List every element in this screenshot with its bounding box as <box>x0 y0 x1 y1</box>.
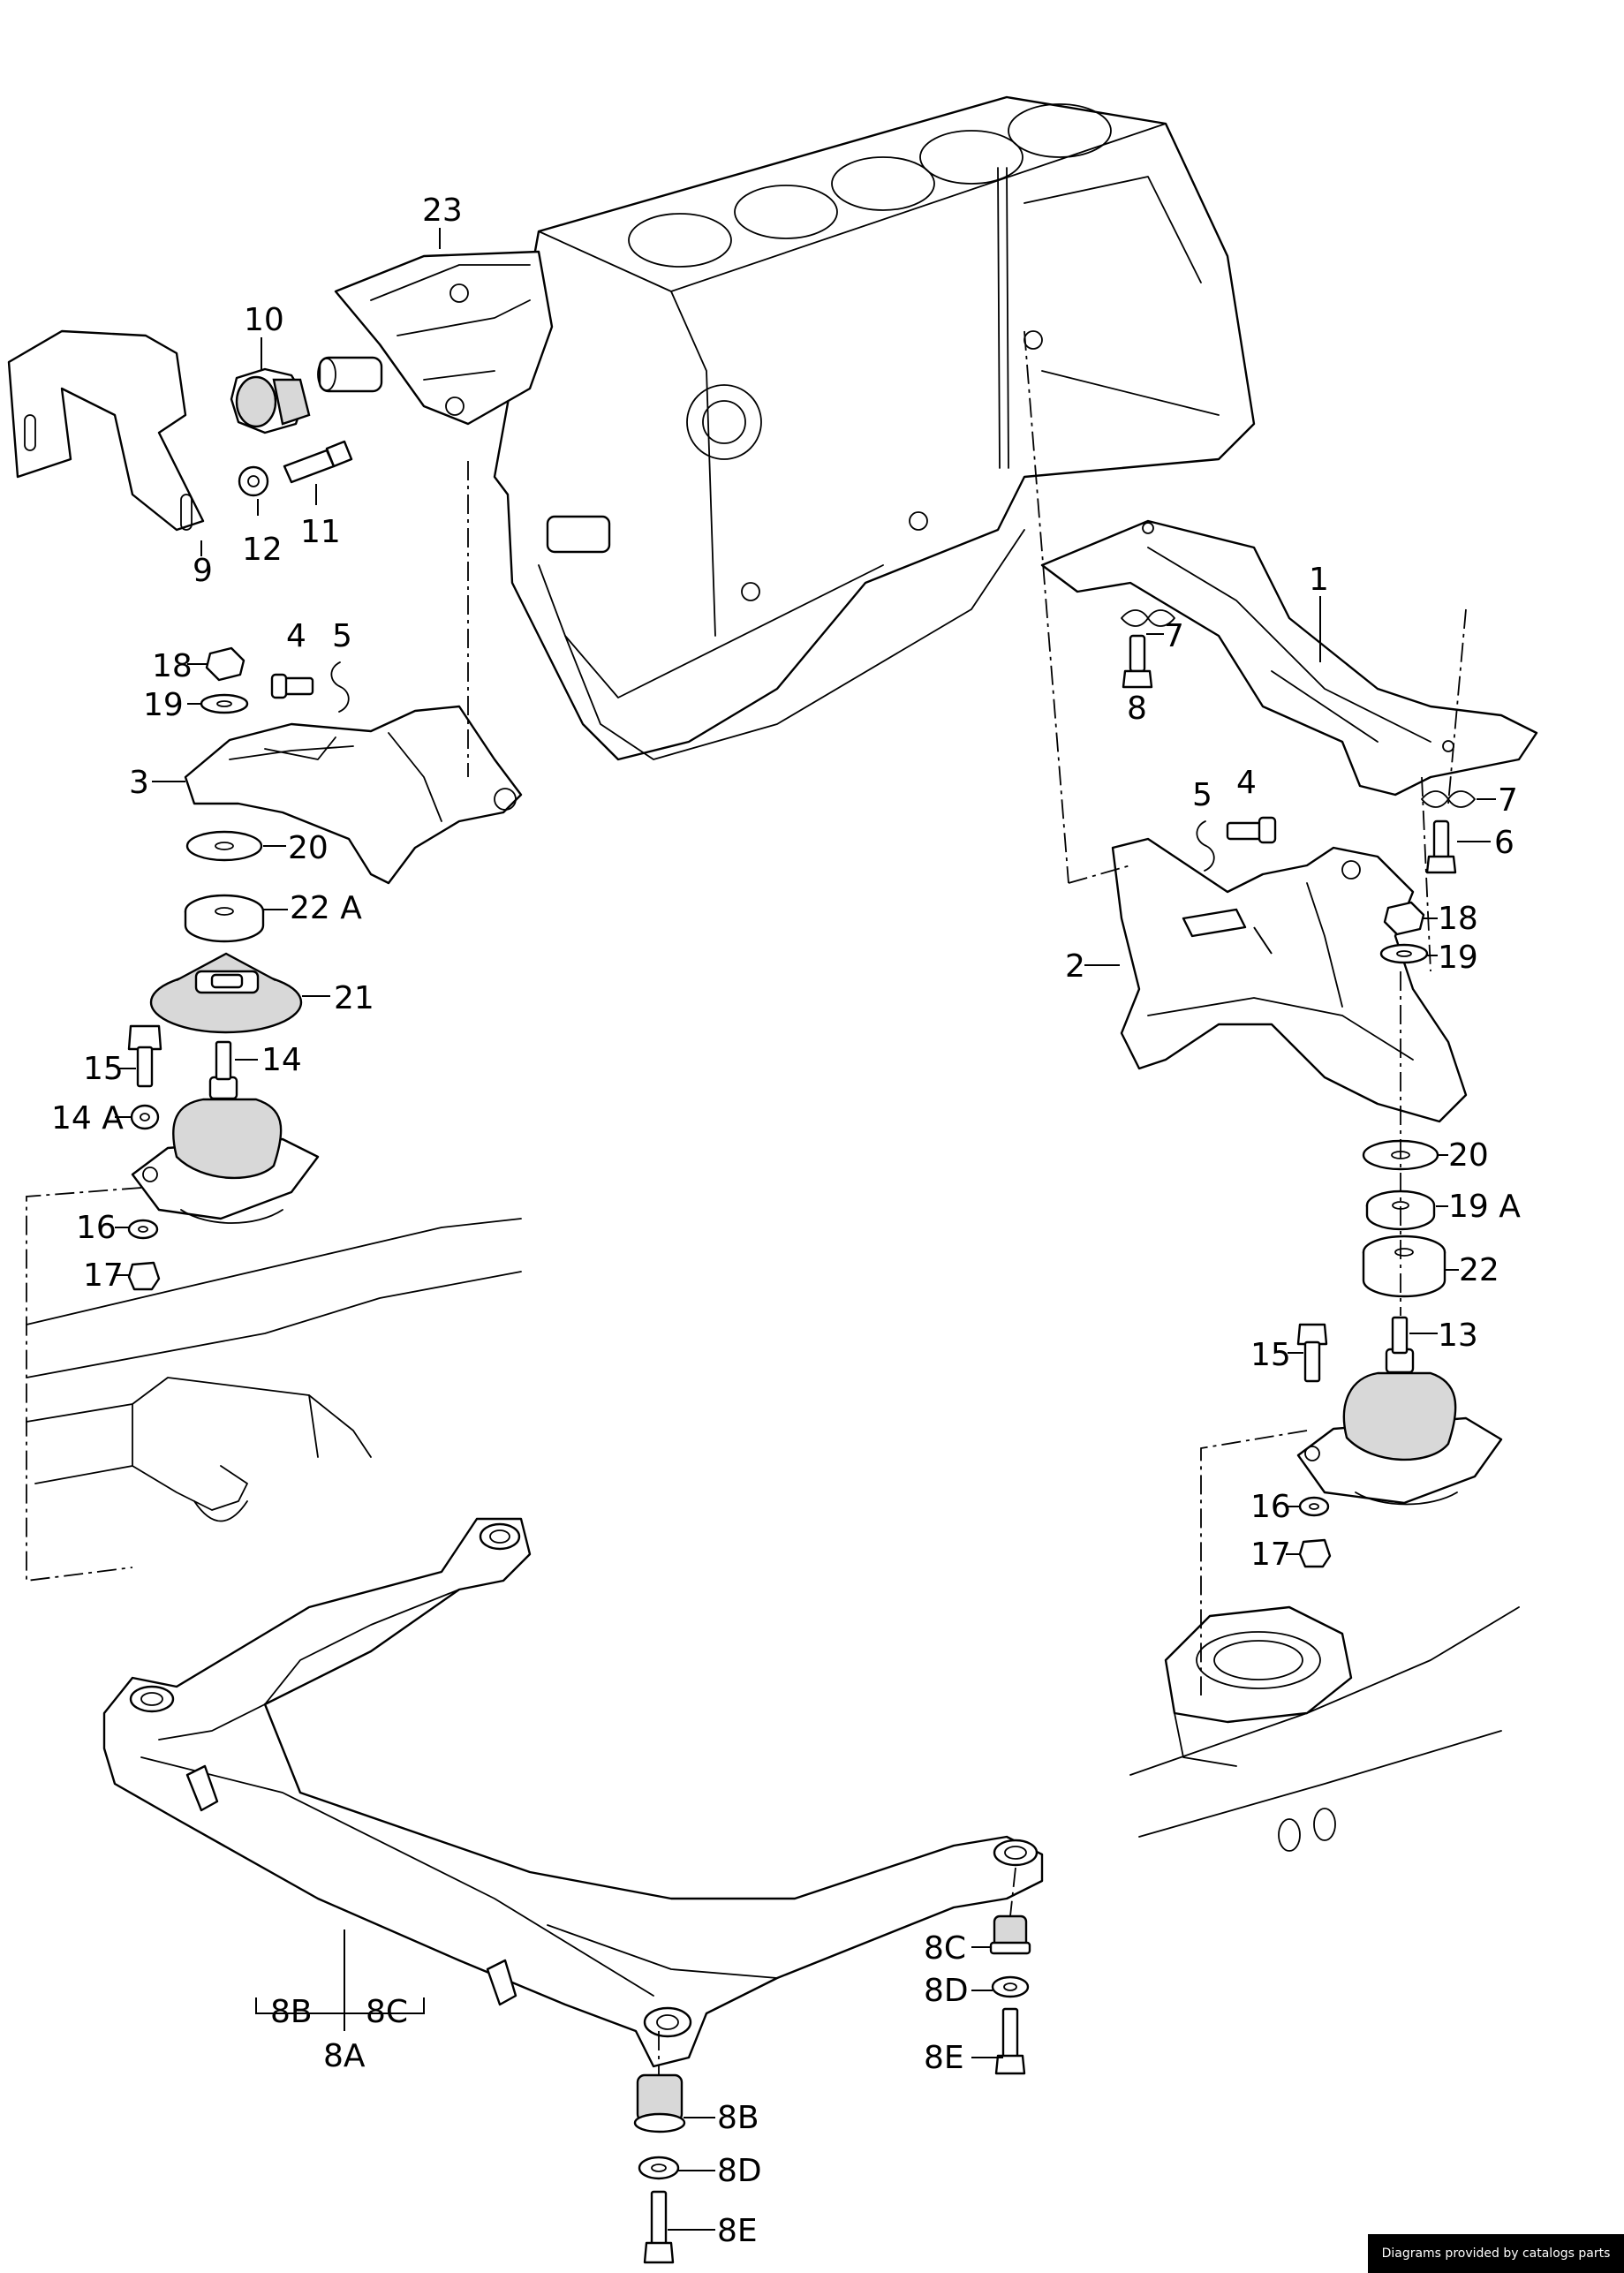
bolt-8 <box>1122 634 1153 689</box>
mount-cover-21 <box>149 952 303 1034</box>
callout-15a: 15 <box>83 1051 124 1087</box>
rubber-bushing-10 <box>230 367 311 434</box>
washer-12 <box>238 465 269 497</box>
callout-14: 14 <box>261 1042 302 1078</box>
nut-17b <box>1298 1538 1332 1568</box>
callout-8C-right: 8C <box>924 1930 966 1967</box>
bushing-8B-bottom <box>633 2073 686 2133</box>
callout-23: 23 <box>422 193 463 229</box>
callout-2: 2 <box>1065 948 1085 985</box>
clip-5b <box>1196 820 1215 872</box>
callout-8E-bottom: 8E <box>717 2213 758 2249</box>
callout-19a: 19 <box>143 687 184 723</box>
callout-22: 22 <box>1459 1252 1499 1288</box>
washer-20a <box>185 830 263 862</box>
washer-19a <box>200 693 249 714</box>
callout-19A: 19 A <box>1448 1189 1521 1225</box>
callout-9: 9 <box>193 553 213 589</box>
callout-16b: 16 <box>1250 1489 1291 1525</box>
washer-7b <box>1421 790 1476 808</box>
engine-support-1 <box>1040 519 1538 797</box>
callout-8: 8 <box>1127 691 1147 727</box>
callout-6: 6 <box>1494 825 1514 861</box>
washer-19b <box>1379 943 1429 964</box>
callout-18b: 18 <box>1438 901 1478 937</box>
callout-8C-left: 8C <box>366 1994 408 2030</box>
callout-13: 13 <box>1438 1318 1478 1354</box>
nut-18b <box>1383 901 1425 936</box>
callout-15b: 15 <box>1250 1337 1291 1373</box>
assembly-lines <box>26 330 1467 2075</box>
engine-block <box>493 95 1256 761</box>
nut-18a <box>205 646 245 682</box>
callout-4a: 4 <box>286 618 306 654</box>
bolt-6 <box>1425 819 1457 874</box>
bump-stop-22Aa <box>184 894 265 943</box>
subframe-8A <box>102 1517 1044 2068</box>
callout-20b: 20 <box>1448 1137 1489 1174</box>
callout-4b: 4 <box>1236 765 1257 801</box>
bolt-11 <box>283 440 353 484</box>
engine-bracket-2 <box>1111 837 1468 1123</box>
body-frame-left <box>26 1218 522 1522</box>
clip-5a <box>330 661 350 713</box>
callout-10: 10 <box>244 302 284 338</box>
washer-7a <box>1121 609 1175 627</box>
washer-16a <box>127 1219 159 1240</box>
callout-7b: 7 <box>1498 782 1518 819</box>
nut-17a <box>127 1261 161 1291</box>
callout-8B-left: 8B <box>270 1994 313 2030</box>
callout-22Aa: 22 A <box>290 890 362 926</box>
callout-16a: 16 <box>76 1210 117 1246</box>
callout-8A: 8A <box>323 2038 366 2074</box>
callout-5a: 5 <box>332 618 352 654</box>
bolt-4a <box>270 673 314 699</box>
engine-bracket-3 <box>184 705 523 885</box>
callout-1: 1 <box>1309 562 1329 598</box>
callout-11: 11 <box>300 514 341 550</box>
footer-badge: Diagrams provided by catalogs parts <box>1368 2234 1624 2273</box>
washer-8D-right <box>991 1975 1030 1998</box>
callout-14A: 14 A <box>51 1100 124 1136</box>
bolt-15a <box>127 1024 162 1088</box>
bolt-15b <box>1296 1323 1328 1383</box>
callout-8D-right: 8D <box>924 1973 969 2009</box>
bump-stop-22 <box>1362 1235 1446 1298</box>
callout-labels: 23 10 9 12 11 1 7 8 18 4 5 19 3 20 22 A … <box>51 193 1521 2249</box>
callout-8B-bottom: 8B <box>717 2100 759 2136</box>
bolt-8E-bottom <box>643 2190 675 2264</box>
callout-21: 21 <box>334 980 374 1016</box>
callout-18a: 18 <box>152 648 193 684</box>
heat-shield-9 <box>7 329 205 532</box>
bolt-4b <box>1226 816 1277 844</box>
bushing-8C-right <box>989 1914 1031 1955</box>
callout-20a: 20 <box>288 830 329 866</box>
engine-mount-13 <box>1296 1316 1503 1506</box>
callout-12: 12 <box>242 532 283 568</box>
callout-17b: 17 <box>1250 1537 1291 1573</box>
leader-lines <box>115 228 1496 2231</box>
nut-14Aa <box>130 1104 160 1130</box>
engine-bracket-23 <box>317 250 554 426</box>
washer-8D-bottom <box>638 2156 680 2180</box>
washer-16b <box>1298 1496 1330 1517</box>
callout-3: 3 <box>129 765 149 801</box>
callout-8D-bottom: 8D <box>717 2153 762 2189</box>
callout-8E-right: 8E <box>924 2040 964 2076</box>
body-frame-right <box>1129 1605 1520 1852</box>
callout-5b: 5 <box>1192 777 1212 813</box>
bolt-8E-right <box>994 2007 1026 2075</box>
callout-7a: 7 <box>1164 618 1184 654</box>
engine-mount-14 <box>131 1040 320 1224</box>
callout-17a: 17 <box>83 1257 124 1294</box>
callout-19b: 19 <box>1438 940 1478 976</box>
